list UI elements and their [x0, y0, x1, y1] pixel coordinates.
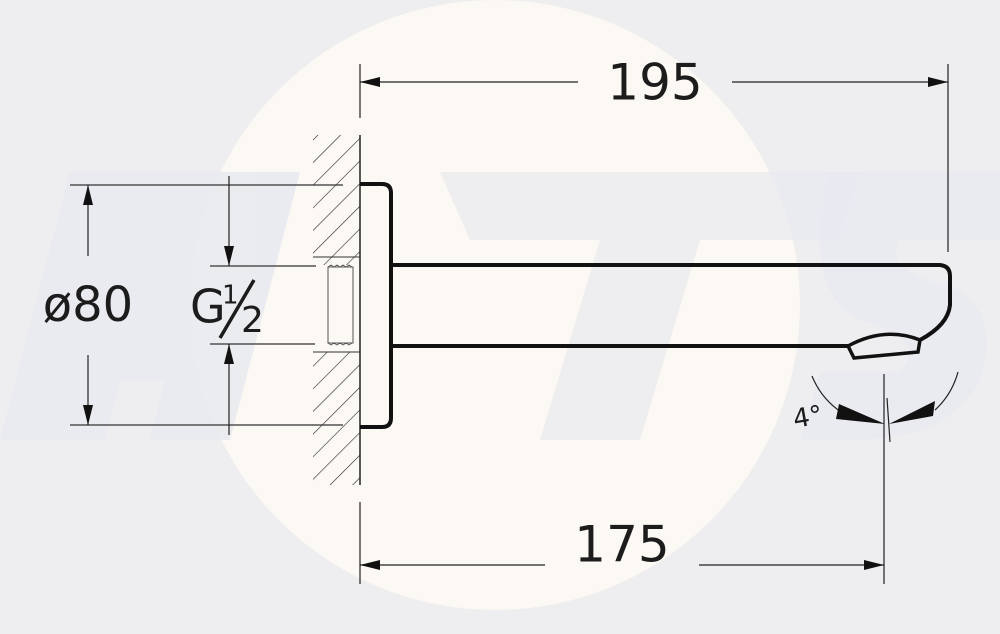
dimension-angle-4: 4° [791, 371, 959, 443]
watermark [0, 0, 1000, 610]
spout-outlet [845, 332, 922, 360]
thread-numerator: 1 [222, 281, 239, 311]
spout-top-profile [392, 263, 952, 342]
wall-plate [360, 182, 393, 429]
dimension-diameter-80: ø80 [43, 184, 343, 426]
dimension-label-195: 195 [607, 54, 702, 112]
dimension-label-thread: G 1 2 [190, 279, 264, 341]
wall-hatch-top [313, 135, 360, 265]
watermark-circle [190, 0, 800, 610]
thread-prefix: G [190, 280, 226, 334]
spout [360, 182, 952, 429]
dimension-label-175: 175 [574, 516, 669, 574]
wall-hatch-bottom [313, 352, 360, 485]
thread-denominator: 2 [241, 300, 264, 341]
wall-section [313, 135, 361, 485]
watermark-letters [0, 172, 1000, 440]
dimension-195: 195 [359, 54, 949, 252]
dimension-label-angle: 4° [791, 400, 825, 435]
dimension-175: 175 [359, 374, 885, 584]
dimension-label-diameter: ø80 [43, 277, 133, 333]
dimension-thread-g-half: G 1 2 [190, 176, 316, 435]
